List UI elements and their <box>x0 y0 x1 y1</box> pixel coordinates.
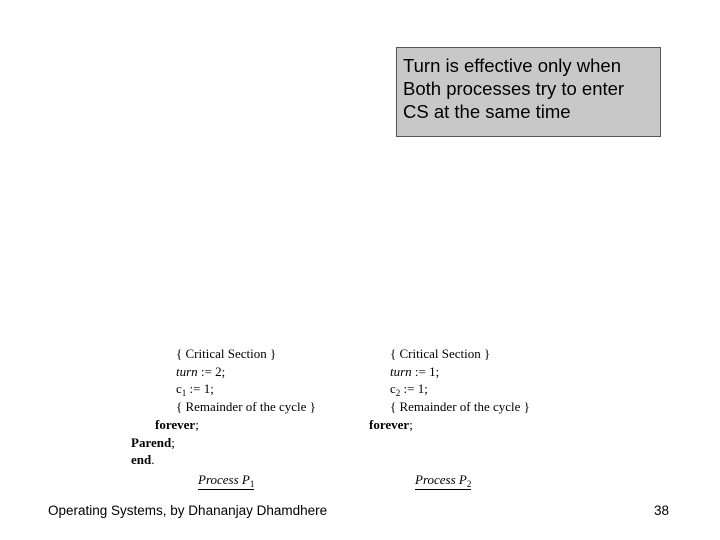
code-line-turn: turn := 2; <box>176 363 226 379</box>
code-line-end: end. <box>131 452 155 468</box>
code-block-process-2: { Critical Section } turn := 1; c2 := 1;… <box>369 345 530 434</box>
code-line-forever: forever; <box>369 416 413 432</box>
callout-line-3: CS at the same time <box>403 101 571 122</box>
code-line-remainder: { Remainder of the cycle } <box>390 399 530 415</box>
callout-line-2: Both processes try to enter <box>403 78 625 99</box>
callout-line-1: Turn is effective only when <box>403 55 621 76</box>
code-line-parend: Parend; <box>131 434 175 450</box>
code-line-c: c2 := 1; <box>390 381 428 399</box>
code-line-turn: turn := 1; <box>390 363 440 379</box>
code-line-critical-section: { Critical Section } <box>176 346 277 361</box>
footer-credit: Operating Systems, by Dhananjay Dhamdher… <box>48 503 328 518</box>
code-block-process-1: { Critical Section } turn := 2; c1 := 1;… <box>131 345 316 469</box>
process-label-1: Process P1 <box>198 472 255 490</box>
code-line-forever: forever; <box>155 416 199 432</box>
code-line-c: c1 := 1; <box>176 381 214 399</box>
page-number: 38 <box>654 503 670 518</box>
process-label-2: Process P2 <box>415 472 472 490</box>
code-line-critical-section: { Critical Section } <box>390 346 491 361</box>
code-line-remainder: { Remainder of the cycle } <box>176 399 316 415</box>
callout-note: Turn is effective only when Both process… <box>396 47 661 137</box>
